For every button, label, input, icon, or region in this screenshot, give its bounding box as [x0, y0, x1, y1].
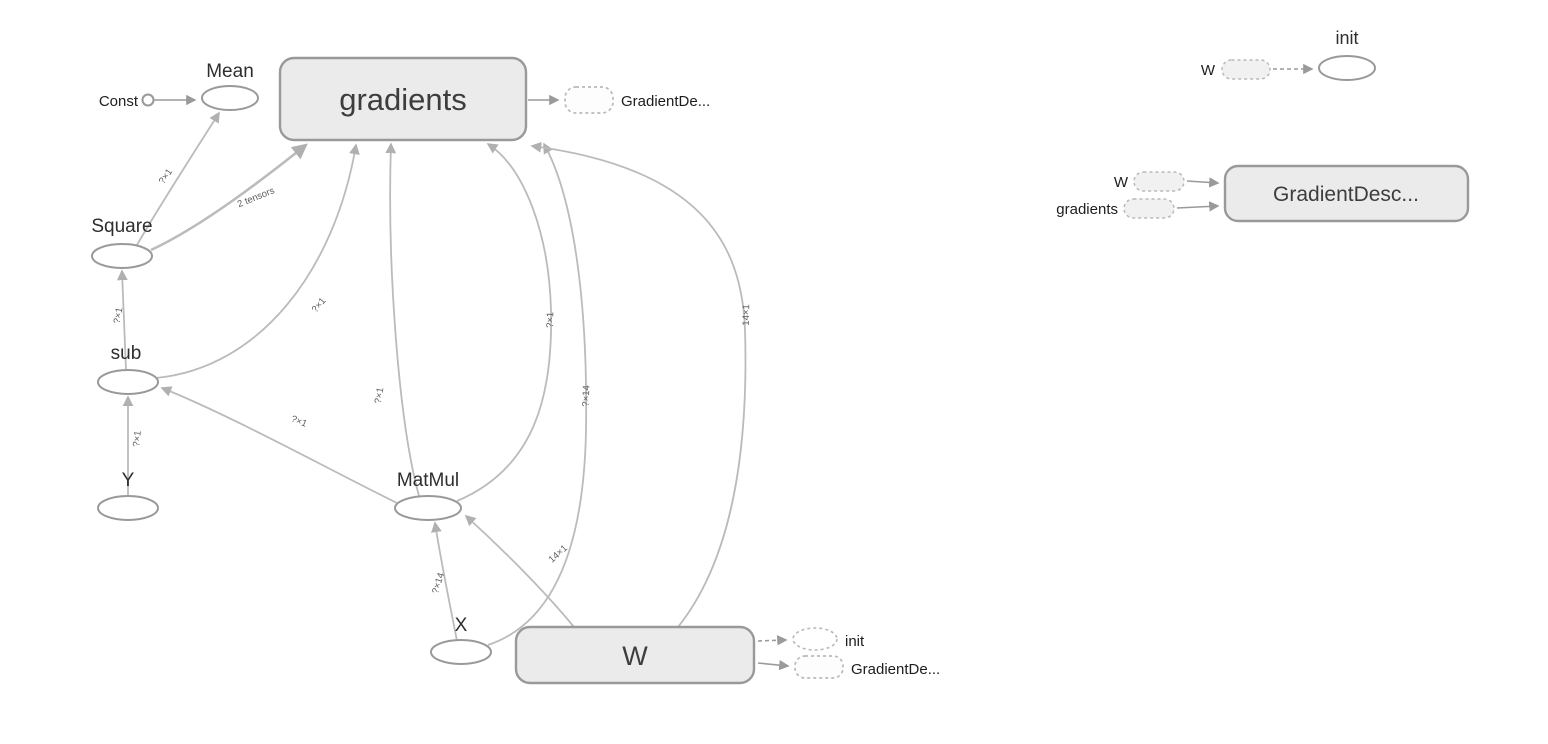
edge-sub-square	[116, 269, 128, 371]
matmul-label: MatMul	[397, 470, 459, 491]
aux-gd-label: GradientDesc...	[1273, 183, 1419, 206]
nodes-layer: Const Mean gradients GradientDe... Squar…	[91, 28, 1470, 685]
node-const[interactable]: Const	[99, 93, 155, 110]
aux-init-input-pill[interactable]	[1221, 59, 1271, 80]
sub-label: sub	[111, 343, 142, 364]
square-label: Square	[91, 216, 152, 237]
const-label: Const	[99, 93, 139, 110]
edge-labels-layer: ?×1 2 tensors ?×1 ?×1 ?×1 ?×1 ?×1 ?×1 ?×…	[112, 167, 752, 595]
edge-label-sub-gradients: ?×1	[310, 296, 329, 315]
node-x[interactable]: X	[430, 615, 492, 665]
aux-init-input-label: W	[1201, 62, 1216, 79]
x-label: X	[455, 615, 468, 636]
w-label: W	[622, 641, 648, 671]
node-gradientde-ref-top[interactable]: GradientDe...	[564, 86, 710, 114]
gradientde-ref-bottom-label: GradientDe...	[851, 661, 940, 678]
edges-layer	[116, 63, 1314, 671]
edge-label-matmul-gradients-b: ?×1	[545, 312, 557, 328]
aux-node-gradientdescent[interactable]: GradientDesc... W gradients	[1056, 164, 1470, 223]
sub-ellipse[interactable]	[97, 369, 159, 395]
node-y[interactable]: Y	[97, 470, 159, 521]
edge-aux-gradients-gd	[1176, 201, 1220, 212]
gradientde-ref-top-rect[interactable]	[564, 86, 614, 114]
init-ref-ellipse[interactable]	[792, 627, 838, 651]
mean-ellipse[interactable]	[201, 85, 259, 111]
edge-label-matmul-sub: ?×1	[289, 414, 308, 430]
edge-label-matmul-gradients-a: ?×1	[373, 387, 387, 405]
mean-label: Mean	[206, 61, 254, 82]
aux-init-title: init	[1335, 28, 1358, 48]
edge-matmul-gradients-a	[385, 142, 420, 497]
edge-label-w-matmul: 14×1	[547, 543, 570, 565]
node-matmul[interactable]: MatMul	[394, 470, 462, 521]
node-gradientde-ref-bottom[interactable]: GradientDe...	[794, 655, 940, 679]
edge-matmul-gradients-b	[456, 143, 553, 502]
w-rect[interactable]	[514, 625, 756, 685]
matmul-ellipse[interactable]	[394, 495, 462, 521]
edge-label-w-gradients: 14×1	[741, 304, 752, 326]
aux-gd-rect[interactable]	[1223, 164, 1470, 223]
aux-gd-input-gradients-label: gradients	[1056, 201, 1118, 218]
x-ellipse[interactable]	[430, 639, 492, 665]
edge-label-y-sub: ?×1	[131, 430, 144, 447]
edge-x-gradients	[487, 142, 588, 646]
edge-square-mean	[136, 111, 220, 246]
edge-aux-w-gd	[1186, 177, 1220, 188]
aux-gd-input-gradients-pill[interactable]	[1123, 198, 1175, 219]
node-gradients[interactable]: gradients	[278, 56, 528, 142]
edge-sub-gradients	[155, 143, 360, 379]
edge-label-x-matmul: ?×14	[430, 571, 447, 595]
aux-init-ellipse[interactable]	[1318, 55, 1376, 81]
edge-label-sub-square: ?×1	[112, 307, 126, 325]
node-sub[interactable]: sub	[97, 343, 159, 395]
gradientde-ref-bottom-rect[interactable]	[794, 655, 844, 679]
node-square[interactable]: Square	[91, 216, 153, 269]
y-label: Y	[122, 470, 135, 491]
node-w[interactable]: W	[514, 625, 756, 685]
y-ellipse[interactable]	[97, 495, 159, 521]
edge-w-init-ref	[757, 635, 788, 646]
gradients-rect[interactable]	[278, 56, 528, 142]
edge-w-matmul	[464, 514, 575, 628]
const-circle[interactable]	[141, 93, 155, 107]
gradientde-ref-top-label: GradientDe...	[621, 93, 710, 110]
init-ref-label: init	[845, 633, 865, 650]
aux-node-init[interactable]: init W	[1201, 28, 1376, 81]
edge-label-square-gradients: 2 tensors	[236, 185, 277, 210]
edge-label-square-mean: ?×1	[157, 167, 175, 187]
square-ellipse[interactable]	[91, 243, 153, 269]
edge-x-matmul	[431, 521, 458, 642]
node-init-ref[interactable]: init	[792, 627, 865, 651]
edge-label-x-gradients: ?×14	[581, 385, 593, 407]
aux-gd-input-w-pill[interactable]	[1133, 171, 1185, 192]
edge-matmul-sub	[160, 386, 398, 504]
edge-square-gradients	[150, 143, 308, 252]
edge-w-gradientde-ref	[757, 659, 790, 671]
node-mean[interactable]: Mean	[201, 61, 259, 111]
gradients-label: gradients	[339, 82, 467, 117]
aux-gd-input-w-label: W	[1114, 174, 1129, 191]
edge-w-gradients	[530, 141, 747, 628]
